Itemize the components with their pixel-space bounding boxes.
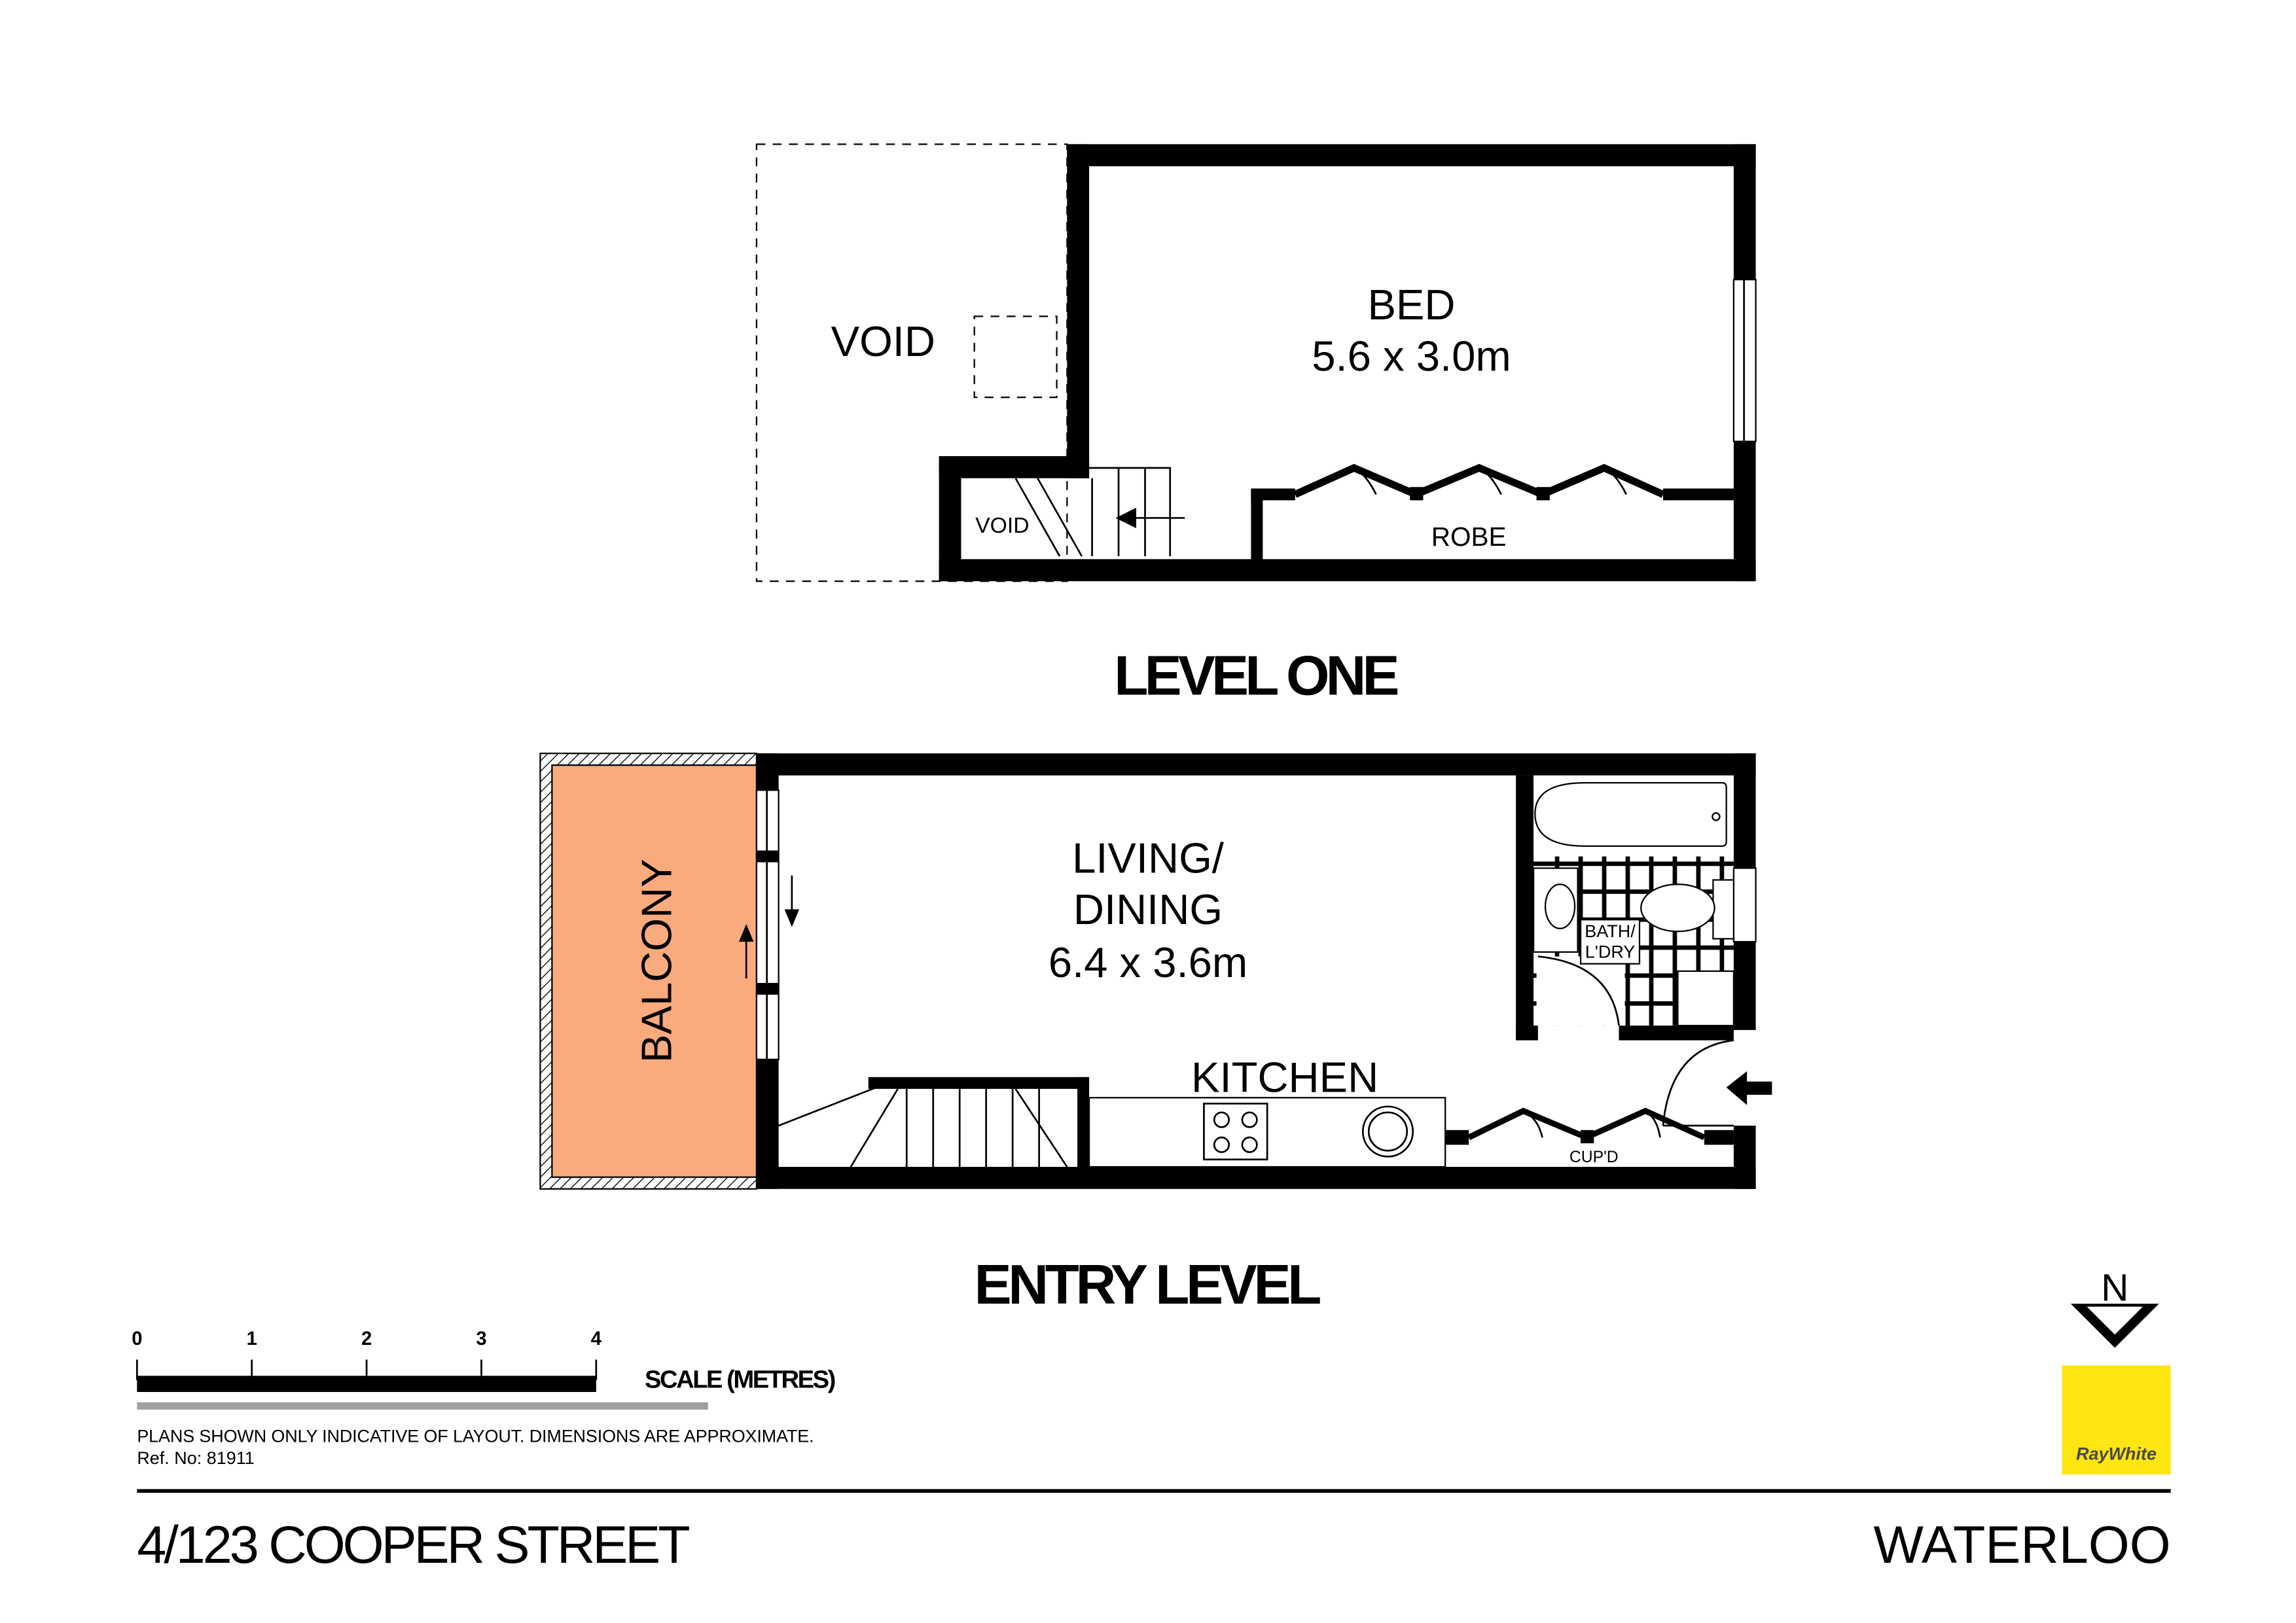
room-dims-bed: 5.6 x 3.0m	[1312, 332, 1511, 380]
property-address: 4/123 COOPER STREET	[137, 1516, 690, 1575]
stairs	[778, 1077, 1090, 1168]
stairs	[1014, 467, 1185, 557]
room-label-bed: BED	[1367, 281, 1455, 329]
svg-text:N: N	[2101, 1267, 2128, 1310]
entry-level-plan: BATH/ L'DRY LIVING/ DINING 6.4 x 3.6m KI…	[539, 753, 1772, 1316]
entry-level-title: ENTRY LEVEL	[975, 1254, 1322, 1316]
room-label-void: VOID	[831, 317, 935, 365]
window	[1732, 867, 1757, 943]
svg-text:1: 1	[247, 1329, 257, 1349]
svg-text:3: 3	[476, 1329, 486, 1349]
cooktop	[1203, 1102, 1268, 1161]
raywhite-logo: RayWhite	[2062, 1365, 2171, 1474]
scale-label: SCALE (METRES)	[645, 1365, 836, 1393]
toilet	[1640, 883, 1715, 933]
sliding-door	[738, 789, 800, 1060]
room-dims-living: 6.4 x 3.6m	[1049, 938, 1247, 986]
entry-door	[1662, 1039, 1734, 1126]
basin	[1544, 883, 1576, 929]
property-suburb: WATERLOO	[1873, 1516, 2170, 1575]
level-one-plan: BED 5.6 x 3.0m VOID VOID ROBE LEVEL ONE	[755, 143, 1757, 707]
disclaimer: PLANS SHOWN ONLY INDICATIVE OF LAYOUT. D…	[137, 1426, 814, 1446]
reference-number: Ref. No: 81911	[137, 1448, 254, 1468]
room-label-cupboard: CUP'D	[1570, 1149, 1619, 1166]
svg-text:0: 0	[132, 1329, 142, 1349]
sink	[1361, 1105, 1414, 1158]
room-label-robe: ROBE	[1431, 522, 1507, 552]
svg-text:2: 2	[361, 1329, 372, 1349]
entry-arrow-icon	[1726, 1071, 1772, 1105]
north-arrow-icon: N	[2070, 1267, 2159, 1348]
svg-text:4: 4	[591, 1329, 602, 1349]
room-label-balcony: BALCONY	[633, 859, 681, 1063]
room-label-living: LIVING/	[1072, 834, 1225, 882]
level-one-title: LEVEL ONE	[1114, 645, 1399, 707]
bathtub	[1534, 782, 1727, 847]
svg-text:RayWhite: RayWhite	[2076, 1444, 2157, 1463]
scale-bar: 0 1 2 3 4 SCALE (METRES)	[132, 1329, 836, 1410]
room-label-kitchen: KITCHEN	[1191, 1053, 1378, 1101]
room-label-laundry: L'DRY	[1585, 942, 1636, 962]
room-label-void-small: VOID	[975, 513, 1029, 538]
room-label-bath: BATH/	[1585, 921, 1636, 941]
room-label-dining: DINING	[1073, 885, 1223, 933]
